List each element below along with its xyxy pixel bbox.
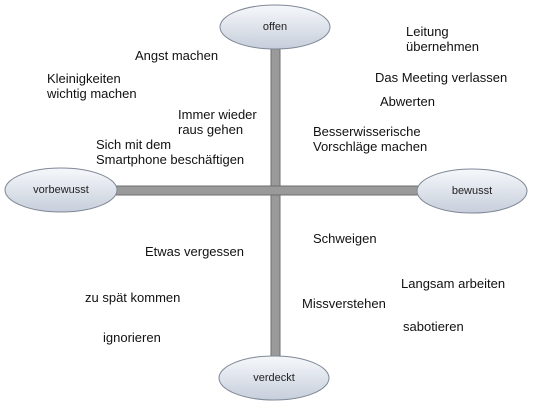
label-bewusst: bewusst	[451, 185, 493, 197]
item-smartphone: Sich mit dem Smartphone beschäftigen	[96, 137, 245, 167]
item-sabotieren: sabotieren	[403, 319, 464, 334]
item-angst: Angst machen	[135, 48, 219, 63]
item-schweigen: Schweigen	[313, 231, 377, 246]
item-vergessen: Etwas vergessen	[145, 244, 244, 259]
node-bewusst	[416, 168, 528, 214]
label-verdeckt: verdeckt	[253, 372, 295, 384]
horizontal-axis	[111, 185, 429, 196]
item-spaet: zu spät kommen	[85, 290, 181, 305]
item-immer: Immer wieder raus gehen	[178, 107, 257, 137]
label-vorbewusst: vorbewusst	[33, 184, 89, 196]
item-leitung: Leitung übernehmen	[406, 24, 479, 54]
node-offen	[219, 4, 331, 50]
item-kleinigkeiten: Kleinigkeiten wichtig machen	[47, 71, 137, 101]
item-missverstehen: Missverstehen	[302, 296, 386, 311]
item-abwerten: Abwerten	[380, 94, 435, 109]
node-vorbewusst	[4, 167, 118, 213]
vertical-axis	[270, 35, 281, 375]
item-langsam: Langsam arbeiten	[401, 276, 506, 291]
item-ignorieren: ignorieren	[103, 330, 161, 345]
node-verdeckt	[218, 355, 330, 401]
item-meeting: Das Meeting verlassen	[375, 70, 508, 85]
item-besserwisser: Besserwisserische Vorschläge machen	[313, 124, 428, 154]
label-offen: offen	[262, 21, 288, 33]
